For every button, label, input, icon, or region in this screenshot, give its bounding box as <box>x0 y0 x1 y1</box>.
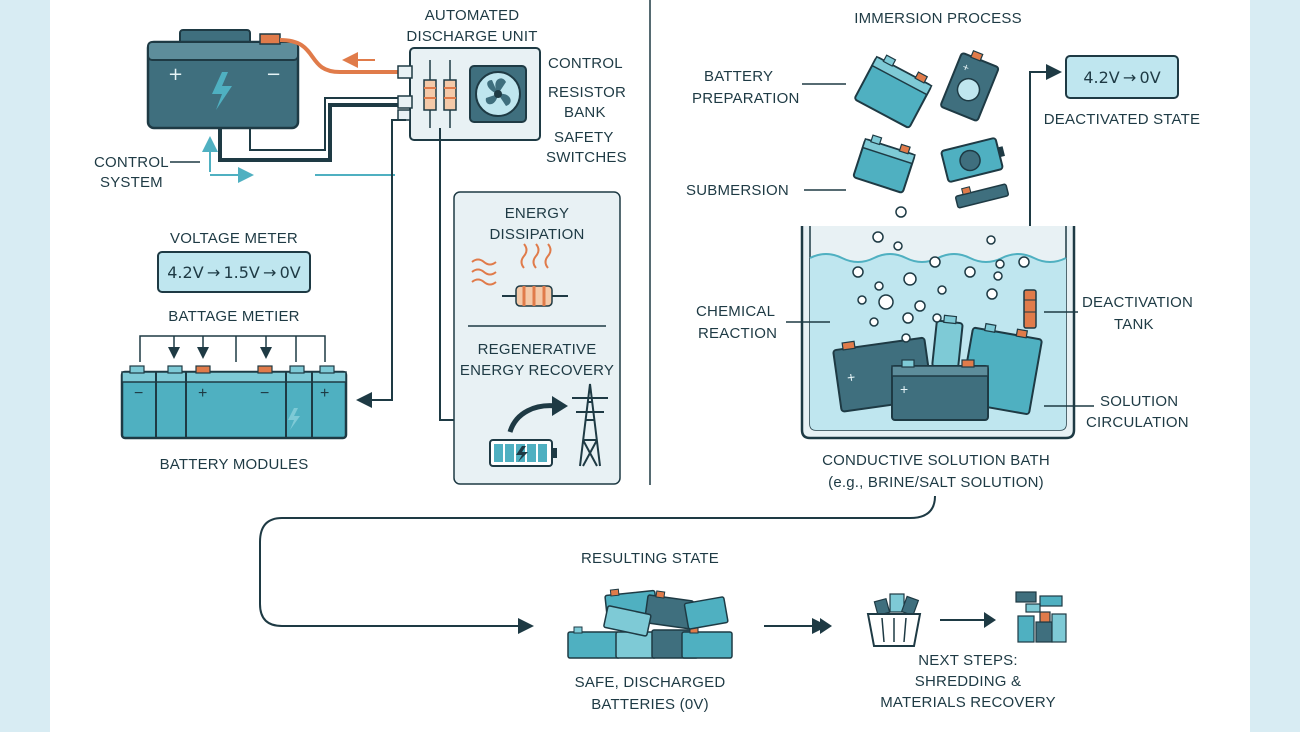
svg-text:−: − <box>134 385 143 402</box>
circulation-label: CIRCULATION <box>1086 414 1189 431</box>
battery-icon: + − <box>146 29 300 130</box>
energy-panel <box>453 191 621 485</box>
next-steps-label: MATERIALS RECOVERY <box>880 694 1056 711</box>
tank-label: DEACTIVATION <box>1082 294 1193 311</box>
process-diagram: + − AUTOMATED DISCHA <box>94 0 1200 713</box>
unit-label: DISCHARGE UNIT <box>406 28 537 45</box>
preparation-label: PREPARATION <box>692 90 800 107</box>
resistor-label: BANK <box>564 104 606 121</box>
regen-label: REGENERATIVE <box>478 341 597 358</box>
svg-text:+: + <box>168 64 183 85</box>
resistor-label: RESISTOR <box>548 84 626 101</box>
battery-modules-label: BATTERY MODULES <box>160 456 309 473</box>
safe-label: BATTERIES (0V) <box>591 696 709 713</box>
voltage-meter-label: VOLTAGE METER <box>170 230 298 247</box>
return-cable <box>218 103 400 162</box>
control-system-label: SYSTEM <box>100 174 163 191</box>
next-steps-label: SHREDDING & <box>915 673 1021 690</box>
svg-text:−: − <box>266 64 281 85</box>
result-title: RESULTING STATE <box>581 550 719 567</box>
safety-label: SAFETY <box>554 129 614 146</box>
dissipation-label: ENERGY <box>505 205 570 222</box>
unit-label: AUTOMATED <box>425 7 520 24</box>
svg-text:+: + <box>198 385 207 402</box>
deactivation-tank: + + <box>800 226 1076 440</box>
battery-modules: − + − + <box>120 335 348 440</box>
recycling-bin-icon <box>866 593 922 647</box>
power-tower-icon <box>572 383 608 467</box>
materials-icon <box>1015 591 1067 643</box>
diagram-canvas: + − AUTOMATED DISCHA <box>50 0 1250 732</box>
svg-text:+: + <box>320 385 329 402</box>
recovery-arrow <box>507 403 557 433</box>
svg-text:+: + <box>900 381 908 397</box>
discharged-batteries-icon <box>567 588 733 659</box>
battery-icon <box>940 137 1005 183</box>
bubble-icon <box>852 206 1030 343</box>
signal-cable <box>249 97 400 151</box>
safe-label: SAFE, DISCHARGED <box>575 674 726 691</box>
flow-arrow <box>259 495 936 634</box>
deactivated-value: 4.2V → 0V <box>1083 68 1160 87</box>
control-label: CONTROL <box>548 55 623 72</box>
svg-text:+: + <box>960 61 970 75</box>
svg-text:−: − <box>260 385 269 402</box>
immersion-title: IMMERSION PROCESS <box>854 10 1022 27</box>
dissipation-label: DISSIPATION <box>490 226 585 243</box>
resistor-icon <box>423 60 457 128</box>
chemical-label: CHEMICAL <box>696 303 775 320</box>
discharge-cable <box>279 38 398 74</box>
voltage-meter <box>157 251 311 293</box>
deactivated-meter <box>1065 55 1179 99</box>
flow-arrow <box>1029 64 1062 290</box>
next-steps-label: NEXT STEPS: <box>918 652 1017 669</box>
charging-battery-icon <box>489 439 557 467</box>
deactivated-label: DEACTIVATED STATE <box>1044 111 1200 128</box>
bath-label: CONDUCTIVE SOLUTION BATH <box>822 452 1050 469</box>
voltage-meter-value: 4.2V → 1.5V → 0V <box>167 263 301 282</box>
submersion-label: SUBMERSION <box>686 182 789 199</box>
battery-icon <box>854 54 933 129</box>
battery-icon: + <box>940 49 1000 122</box>
regen-label: ENERGY RECOVERY <box>460 362 614 379</box>
circulation-label: SOLUTION <box>1100 393 1178 410</box>
bath-label: (e.g., BRINE/SALT SOLUTION) <box>828 474 1044 491</box>
svg-text:+: + <box>846 369 856 386</box>
battery-icon <box>954 183 1010 209</box>
fan-icon <box>469 65 527 123</box>
heat-wave-icon <box>471 243 552 286</box>
safety-label: SWITCHES <box>546 149 627 166</box>
chemical-label: REACTION <box>698 325 777 342</box>
preparation-label: BATTERY <box>704 68 773 85</box>
battery-icon <box>852 134 916 194</box>
resistor-icon <box>502 285 568 307</box>
tank-label: TANK <box>1114 316 1154 333</box>
discharge-unit <box>397 47 541 141</box>
control-system-label: CONTROL <box>94 154 169 171</box>
flow-arrow <box>356 119 406 408</box>
battage-meter-label: BATTAGE METIER <box>168 308 299 325</box>
